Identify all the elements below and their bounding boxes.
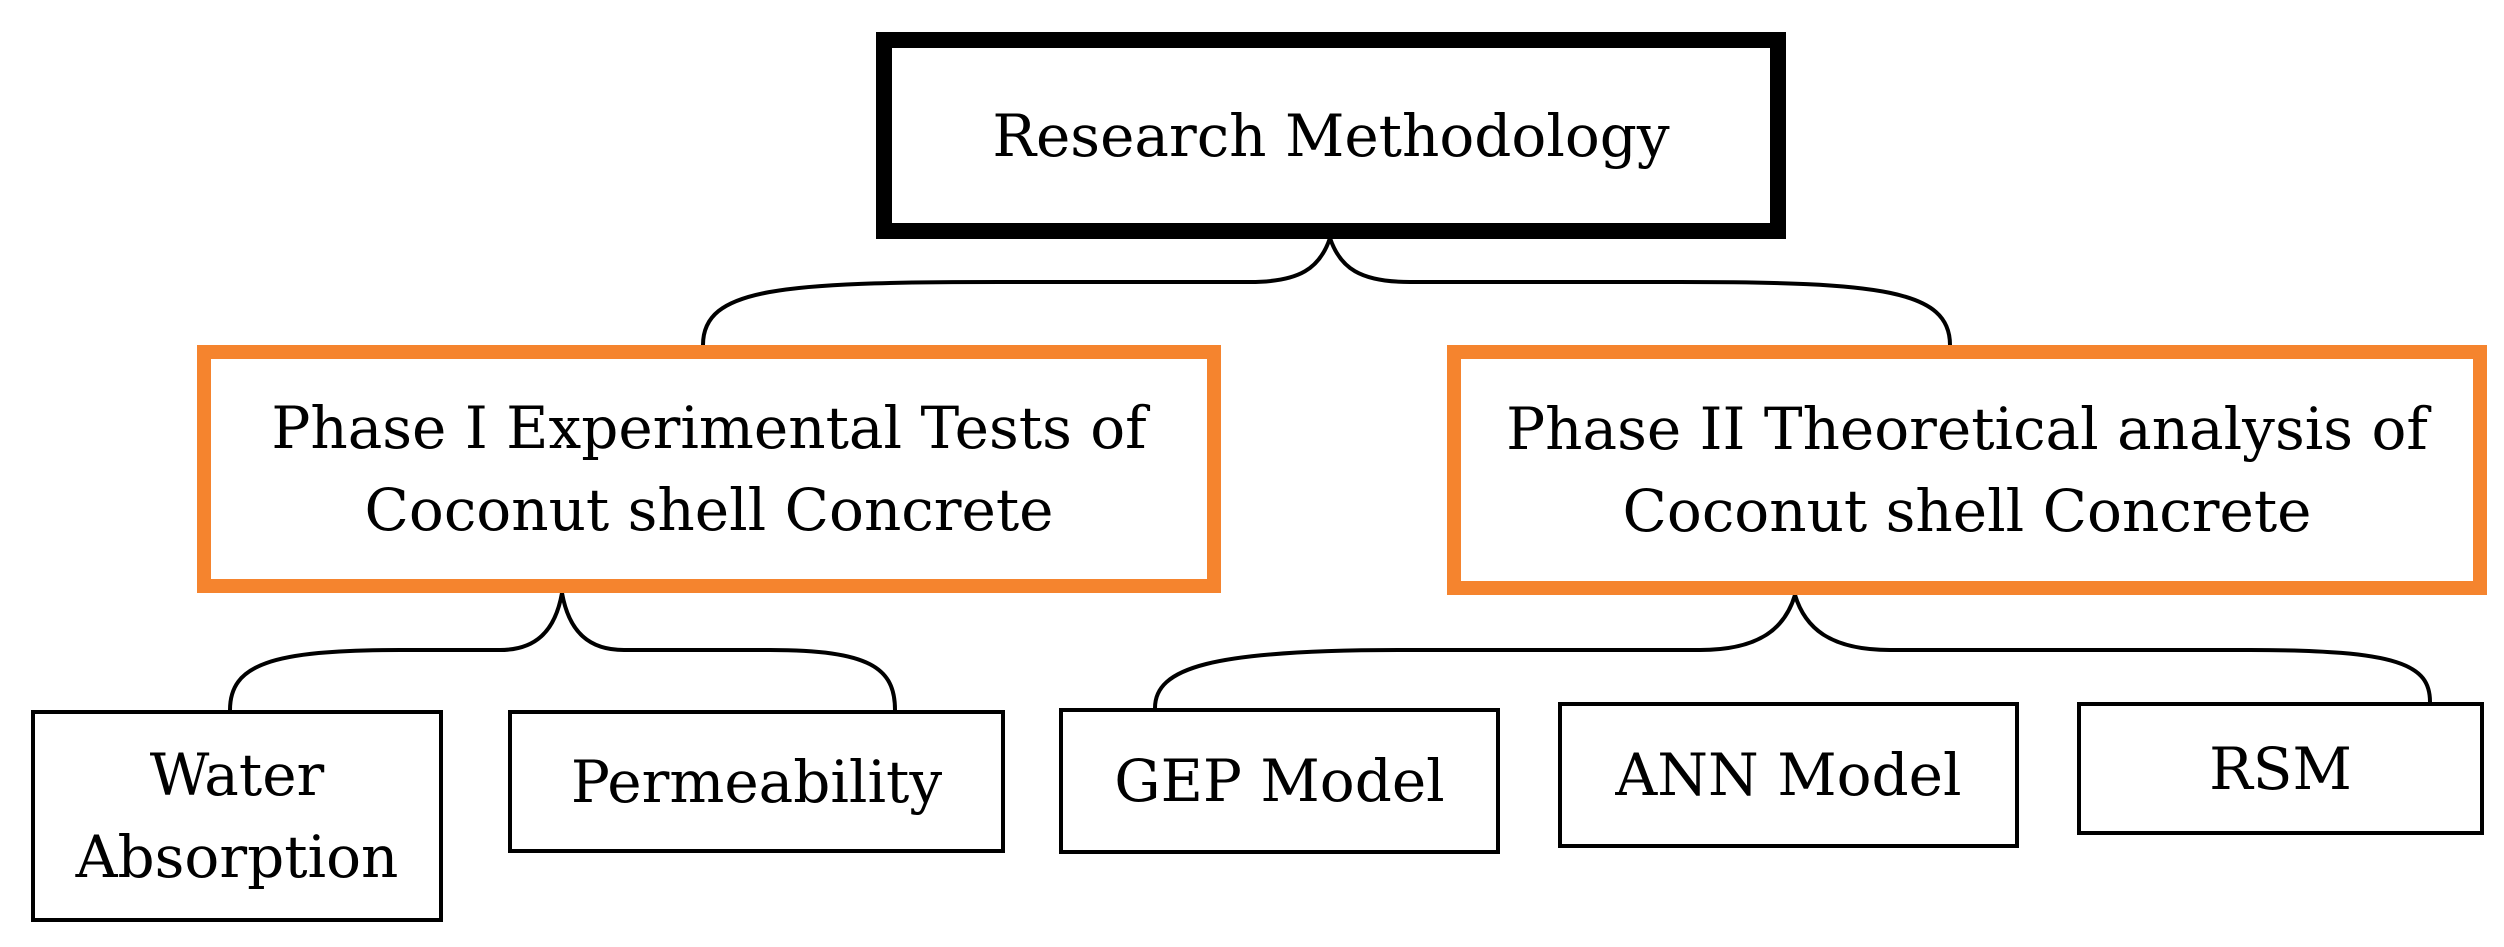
leaf-node-ann-model: ANN Model (1558, 702, 2019, 848)
leaf-label: ANN Model (1615, 741, 1962, 809)
phase1-label: Phase I Experimental Tests of Coconut sh… (271, 394, 1147, 544)
leaf-node-water-absorption: Water Absorption (31, 710, 443, 922)
leaf-node-permeability: Permeability (508, 710, 1005, 853)
leaf-label: RSM (2209, 734, 2352, 803)
phase1-brace (228, 592, 897, 711)
leaf-node-rsm: RSM (2077, 702, 2484, 835)
phase-node-1: Phase I Experimental Tests of Coconut sh… (197, 345, 1221, 593)
phase2-label: Phase II Theoretical analysis of Coconut… (1506, 395, 2428, 545)
phase-node-2: Phase II Theoretical analysis of Coconut… (1447, 345, 2487, 595)
root-label: Research Methodology (992, 101, 1670, 170)
leaf-label: Permeability (570, 747, 943, 816)
leaf-label: GEP Model (1114, 747, 1445, 815)
phase2-brace (1153, 588, 2432, 709)
root-brace (701, 231, 1952, 346)
leaf-node-gep-model: GEP Model (1059, 708, 1500, 854)
leaf-label: Water Absorption (75, 741, 399, 891)
root-node: Research Methodology (876, 32, 1786, 239)
